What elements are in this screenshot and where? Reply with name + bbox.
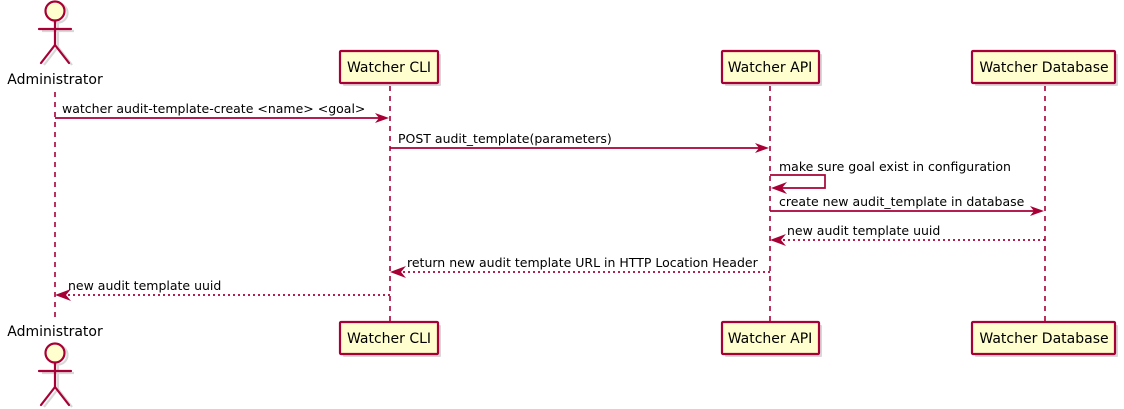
message-4[interactable]: create new audit_template in database: [770, 194, 1044, 216]
participant-watcher-cli-bottom-box: [338, 320, 440, 356]
participant-watcher-cli-bottom[interactable]: Watcher CLI: [338, 320, 441, 357]
participant-watcher-database-bottom-box: [970, 320, 1117, 356]
participant-watcher-database-top[interactable]: Watcher Database: [970, 49, 1118, 86]
message-3-arrowhead: [771, 182, 787, 194]
participant-watcher-database-top-label: Watcher Database: [979, 60, 1108, 76]
actor-administrator-bottom-head: [44, 342, 66, 364]
actor-administrator-top[interactable]: Administrator: [7, 0, 103, 89]
message-5-arrowhead: [770, 234, 786, 246]
message-7[interactable]: new audit template uuid: [55, 278, 390, 301]
message-4-arrowhead: [1030, 206, 1044, 216]
actor-administrator-top-leg-left: [39, 43, 57, 65]
message-2[interactable]: POST audit_template(parameters): [390, 131, 769, 153]
message-6[interactable]: return new audit template URL in HTTP Lo…: [390, 255, 770, 278]
message-2-arrowhead: [755, 143, 769, 153]
participant-watcher-database-bottom-label: Watcher Database: [979, 331, 1108, 347]
message-6-label: return new audit template URL in HTTP Lo…: [407, 255, 759, 270]
participant-watcher-cli-top-label: Watcher CLI: [347, 60, 431, 76]
message-3-line: [770, 174, 826, 189]
participant-watcher-api-bottom-label: Watcher API: [728, 331, 813, 347]
message-4-label: create new audit_template in database: [779, 194, 1025, 209]
actor-administrator-bottom-leg-left: [39, 385, 57, 407]
participant-watcher-api-bottom[interactable]: Watcher API: [720, 320, 822, 357]
participant-watcher-cli-top-box: [338, 49, 440, 85]
actor-administrator-bottom-leg-right: [53, 385, 71, 407]
participant-watcher-database-top-box: [970, 49, 1117, 85]
actor-administrator-bottom[interactable]: Administrator: [7, 324, 103, 408]
participant-watcher-database-bottom[interactable]: Watcher Database: [970, 320, 1118, 357]
message-3[interactable]: make sure goal exist in configuration: [770, 159, 1011, 194]
participant-watcher-api-top-box: [720, 49, 821, 85]
participant-watcher-api-bottom-box: [720, 320, 821, 356]
message-5-label: new audit template uuid: [787, 223, 940, 238]
actor-administrator-top-leg-right: [53, 43, 71, 65]
participant-watcher-cli-top[interactable]: Watcher CLI: [338, 49, 441, 86]
message-1-arrowhead: [375, 113, 389, 123]
actor-administrator-top-head: [44, 0, 66, 22]
message-1-label: watcher audit-template-create <name> <go…: [62, 101, 365, 116]
message-1[interactable]: watcher audit-template-create <name> <go…: [55, 101, 389, 123]
message-7-arrowhead: [55, 289, 71, 301]
actor-administrator-top-label: Administrator: [7, 72, 103, 88]
participant-watcher-api-top-label: Watcher API: [728, 60, 813, 76]
actor-administrator-bottom-label: Administrator: [7, 324, 103, 340]
message-3-label: make sure goal exist in configuration: [779, 159, 1011, 174]
participant-watcher-cli-bottom-label: Watcher CLI: [347, 331, 431, 347]
message-2-label: POST audit_template(parameters): [398, 131, 612, 146]
message-5[interactable]: new audit template uuid: [770, 223, 1045, 246]
participant-watcher-api-top[interactable]: Watcher API: [720, 49, 822, 86]
message-6-arrowhead: [390, 266, 406, 278]
message-7-label: new audit template uuid: [68, 278, 221, 293]
